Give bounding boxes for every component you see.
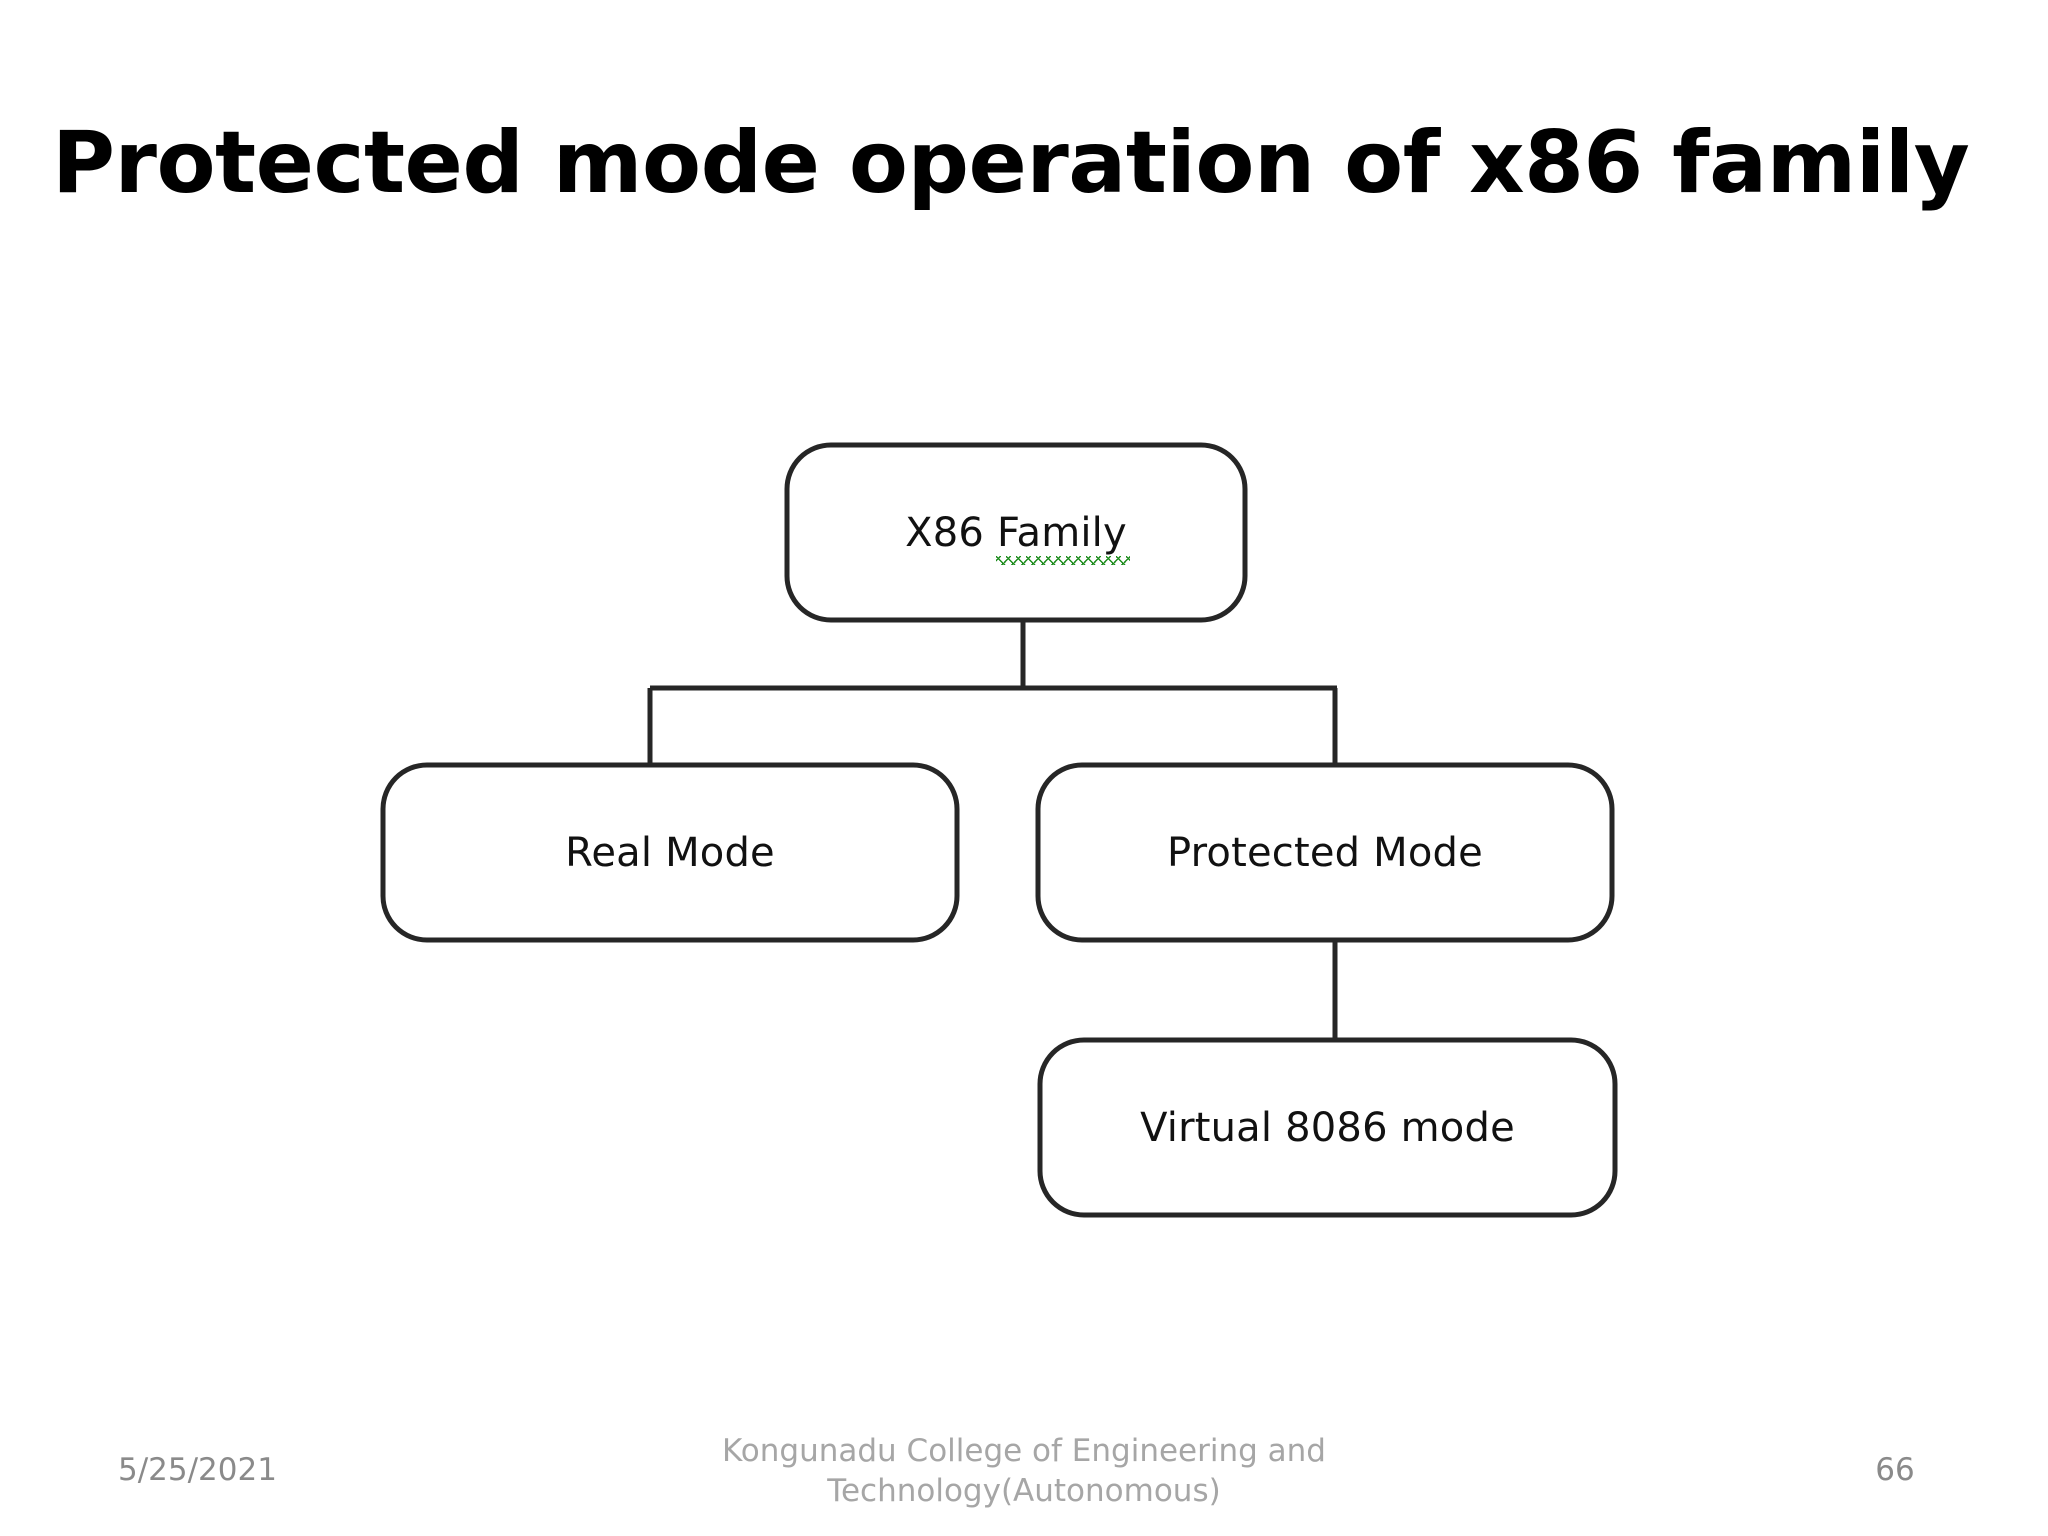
footer-organization-line2: Technology(Autonomous) (827, 1472, 1221, 1509)
footer-page-number: 66 (1875, 1452, 1915, 1488)
diagram-svg (380, 442, 1618, 1218)
connector-lines (647, 620, 1338, 1041)
node-box-real-mode[interactable] (380, 762, 960, 943)
node-box-x86-family[interactable] (784, 442, 1248, 623)
footer-date: 5/25/2021 (118, 1452, 277, 1488)
footer-organization: Kongunadu College of Engineering and Tec… (614, 1432, 1434, 1511)
node-box-protected-mode[interactable] (1035, 762, 1615, 943)
node-box-virtual-8086-mode[interactable] (1037, 1037, 1618, 1218)
node-boxes (380, 442, 1618, 1218)
footer-organization-line1: Kongunadu College of Engineering and (722, 1433, 1326, 1469)
page-title: Protected mode operation of x86 family (52, 113, 1970, 213)
x86-family-mode-tree-diagram: X86 Family Real Mode Protected Mode Virt… (380, 442, 1618, 1218)
